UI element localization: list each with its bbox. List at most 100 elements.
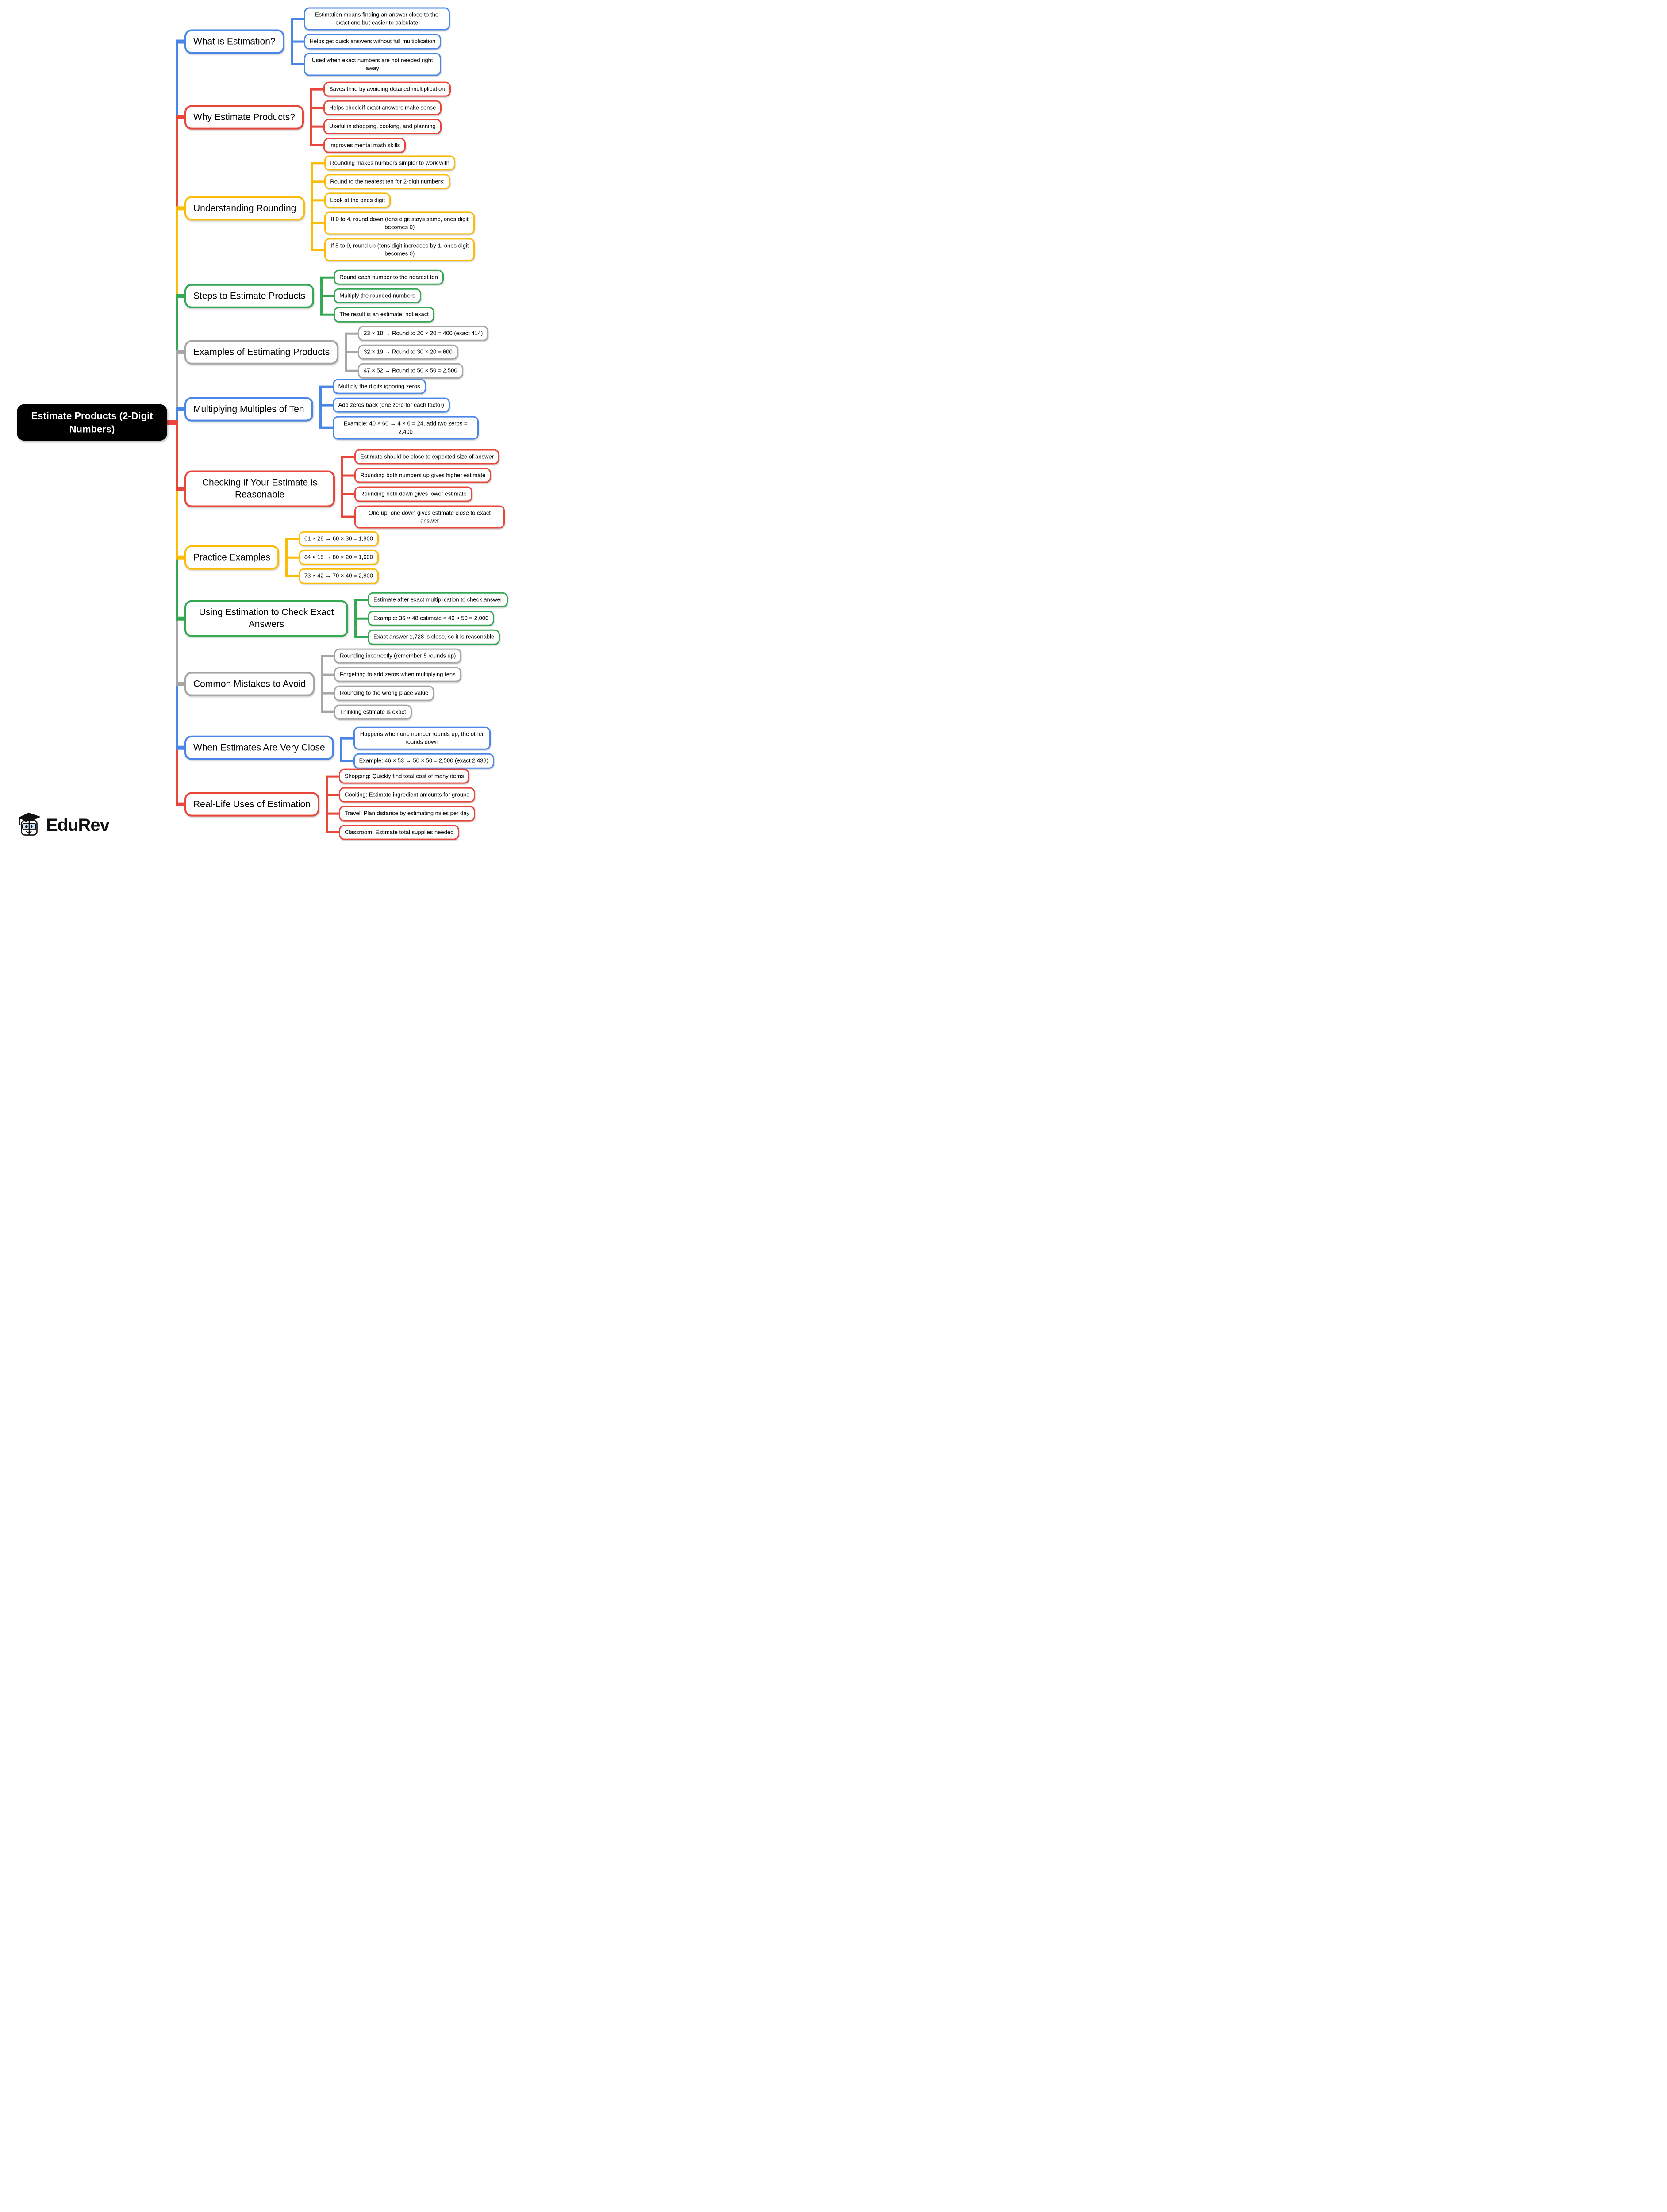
branch-what-is-estimation: What is Estimation? Estimation means fin…: [176, 6, 450, 78]
child-node: 32 × 19 → Round to 30 × 20 = 600: [358, 344, 458, 360]
branch-topic: Understanding Rounding: [184, 196, 305, 221]
child-node: 61 × 28 → 60 × 30 = 1,800: [298, 531, 379, 546]
child-node: Round to the nearest ten for 2-digit num…: [324, 174, 451, 189]
branch-children: Estimation means finding an answer close…: [290, 6, 450, 78]
child-node: Example: 36 × 48 estimate = 40 × 50 = 2,…: [368, 611, 495, 626]
child-node: 47 × 52 → Round to 50 × 50 = 2,500: [358, 363, 463, 379]
branch-using-estimation-check-answers: Using Estimation to Check Exact Answers …: [176, 591, 508, 647]
child-node: Travel: Plan distance by estimating mile…: [338, 806, 475, 822]
branch-topic: Practice Examples: [184, 545, 279, 570]
child-node: Used when exact numbers are not needed r…: [303, 53, 441, 76]
child-node: Helps get quick answers without full mul…: [303, 34, 442, 50]
branch-children: Happens when one number rounds up, the o…: [340, 725, 494, 771]
child-node: Multiply the rounded numbers: [334, 288, 421, 304]
trunk-segment-5: [176, 352, 178, 409]
central-node: Estimate Products (2-Digit Numbers): [17, 404, 167, 441]
branch-practice-examples: Practice Examples 61 × 28 → 60 × 30 = 1,…: [176, 530, 379, 586]
branch-topic: When Estimates Are Very Close: [184, 735, 334, 760]
child-node: Saves time by avoiding detailed multipli…: [323, 81, 451, 97]
trunk-segment-11: [176, 684, 178, 748]
trunk-segment-6: [176, 409, 178, 422]
child-node: 84 × 15 → 80 × 20 = 1,600: [298, 549, 379, 565]
child-node: Estimate after exact multiplication to c…: [368, 592, 508, 607]
branch-understanding-rounding: Understanding Rounding Rounding makes nu…: [176, 154, 475, 263]
branch-checking-estimate-reasonable: Checking if Your Estimate is Reasonable …: [176, 448, 505, 530]
branch-topic: Checking if Your Estimate is Reasonable: [184, 470, 335, 507]
trunk-segment-10: [176, 618, 178, 684]
central-connector: [165, 420, 178, 425]
child-node: Example: 40 × 60 → 4 × 6 = 24, add two z…: [332, 416, 479, 440]
edurev-logo-text: EduRev: [46, 815, 110, 835]
branch-why-estimate-products: Why Estimate Products? Saves time by avo…: [176, 80, 451, 155]
child-node: Rounding makes numbers simpler to work w…: [324, 155, 455, 171]
child-node: Rounding to the wrong place value: [334, 686, 434, 701]
child-node: Helps check if exact answers make sense: [323, 100, 442, 115]
child-node: Look at the ones digit: [324, 192, 391, 208]
branch-children: Round each number to the nearest ten Mul…: [320, 268, 444, 324]
edurev-logo: EduRev: [17, 812, 110, 839]
trunk-segment-7: [176, 422, 178, 489]
child-node: Multiply the digits ignoring zeros: [332, 379, 426, 394]
child-node: If 0 to 4, round down (tens digit stays …: [324, 211, 475, 235]
child-node: Forgetting to add zeros when multiplying…: [334, 667, 461, 682]
branch-connector: [176, 616, 184, 621]
branch-topic: Common Mistakes to Avoid: [184, 672, 315, 696]
trunk-segment-4: [176, 296, 178, 352]
mindmap-canvas: Estimate Products (2-Digit Numbers) What…: [0, 0, 553, 849]
branch-connector: [176, 206, 184, 211]
branch-children: Rounding makes numbers simpler to work w…: [311, 154, 475, 263]
branch-children: Saves time by avoiding detailed multipli…: [310, 80, 451, 155]
branch-connector: [176, 115, 184, 119]
branch-topic: Real-Life Uses of Estimation: [184, 792, 319, 817]
trunk-segment-9: [176, 557, 178, 618]
child-node: Cooking: Estimate ingredient amounts for…: [338, 787, 475, 803]
child-node: Estimate should be close to expected siz…: [354, 449, 500, 465]
branch-connector: [176, 294, 184, 298]
branch-connector: [176, 487, 184, 491]
edurev-mascot-icon: [17, 812, 42, 839]
child-node: Exact answer 1,728 is close, so it is re…: [368, 630, 500, 645]
child-node: Rounding incorrectly (remember 5 rounds …: [334, 648, 462, 664]
branch-children: Shopping: Quickly find total cost of man…: [325, 767, 475, 842]
child-node: Thinking estimate is exact: [334, 704, 412, 720]
trunk-segment-8: [176, 489, 178, 557]
child-node: 73 × 42 → 70 × 40 = 2,800: [298, 568, 379, 584]
branch-children: Estimate after exact multiplication to c…: [354, 591, 508, 647]
child-node: Example: 46 × 53 → 50 × 50 = 2,500 (exac…: [353, 753, 494, 769]
branch-connector: [176, 39, 184, 44]
branch-connector: [176, 350, 184, 354]
trunk-segment-1: [176, 42, 178, 117]
child-node: Round each number to the nearest ten: [334, 269, 444, 285]
child-node: Estimation means finding an answer close…: [303, 7, 450, 31]
branch-examples-of-estimating: Examples of Estimating Products 23 × 18 …: [176, 324, 489, 380]
child-node: The result is an estimate, not exact: [334, 307, 434, 323]
child-node: Improves mental math skills: [323, 138, 406, 153]
child-node: Happens when one number rounds up, the o…: [353, 726, 491, 750]
branch-topic: Examples of Estimating Products: [184, 340, 339, 365]
child-node: One up, one down gives estimate close to…: [354, 505, 505, 529]
branch-connector: [176, 745, 184, 750]
trunk-segment-12: [176, 748, 178, 804]
branch-real-life-uses: Real-Life Uses of Estimation Shopping: Q…: [176, 767, 475, 842]
child-node: If 5 to 9, round up (tens digit increase…: [324, 238, 475, 261]
branch-children: 61 × 28 → 60 × 30 = 1,800 84 × 15 → 80 ×…: [285, 530, 379, 586]
branch-children: Rounding incorrectly (remember 5 rounds …: [321, 647, 462, 722]
child-node: Shopping: Quickly find total cost of man…: [338, 768, 470, 784]
branch-children: Multiply the digits ignoring zeros Add z…: [319, 377, 479, 442]
branch-connector: [176, 682, 184, 686]
child-node: Classroom: Estimate total supplies neede…: [338, 825, 460, 840]
branch-children: Estimate should be close to expected siz…: [341, 448, 505, 530]
child-node: Rounding both numbers up gives higher es…: [354, 468, 492, 483]
branch-topic: Multiplying Multiples of Ten: [184, 397, 313, 422]
branch-steps-to-estimate: Steps to Estimate Products Round each nu…: [176, 268, 444, 324]
trunk-segment-3: [176, 208, 178, 296]
branch-topic: What is Estimation?: [184, 29, 284, 54]
branch-connector: [176, 555, 184, 560]
child-node: Useful in shopping, cooking, and plannin…: [323, 119, 442, 134]
branch-children: 23 × 18 → Round to 20 × 20 = 400 (exact …: [345, 324, 489, 380]
trunk-segment-2: [176, 117, 178, 208]
branch-multiplying-multiples-of-ten: Multiplying Multiples of Ten Multiply th…: [176, 377, 479, 442]
branch-common-mistakes: Common Mistakes to Avoid Rounding incorr…: [176, 647, 462, 722]
branch-topic: Using Estimation to Check Exact Answers: [184, 600, 348, 637]
branch-topic: Steps to Estimate Products: [184, 284, 315, 308]
